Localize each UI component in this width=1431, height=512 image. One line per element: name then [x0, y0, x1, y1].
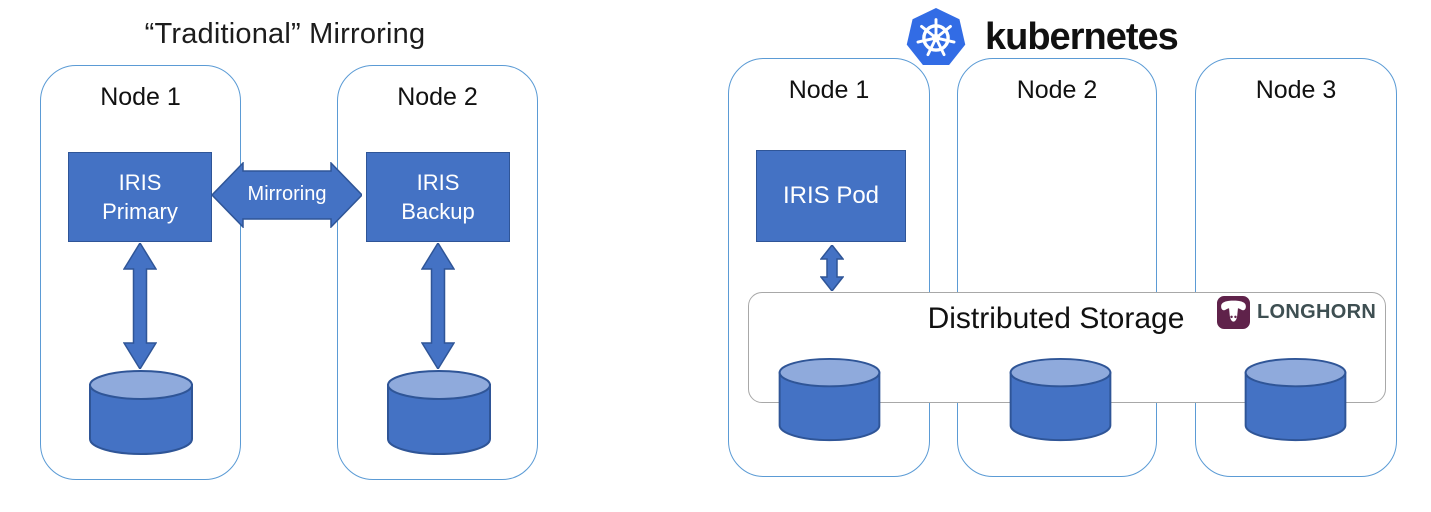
mirroring-double-arrow	[212, 162, 362, 228]
vertical-double-arrow	[820, 245, 844, 291]
database-cylinder-icon	[1009, 357, 1112, 442]
left-node-1-label: Node 1	[100, 83, 181, 111]
kubernetes-logo-icon	[906, 7, 966, 65]
database-cylinder-icon	[89, 370, 193, 455]
vertical-double-arrow	[421, 243, 455, 369]
database-cylinder-icon	[778, 357, 881, 442]
distributed-storage-label: Distributed Storage	[927, 302, 1185, 335]
longhorn-wordmark: LONGHORN	[1257, 301, 1377, 323]
iris-primary-box: IRIS Primary	[68, 152, 212, 242]
vertical-double-arrow	[123, 243, 157, 369]
right-node-2-label: Node 2	[1016, 76, 1098, 104]
right-node-1-label: Node 1	[788, 76, 870, 104]
right-node-3-label: Node 3	[1255, 76, 1337, 104]
longhorn-bull-icon	[1217, 296, 1250, 329]
left-node-2-label: Node 2	[397, 83, 478, 111]
iris-backup-box: IRIS Backup	[366, 152, 510, 242]
mirroring-arrow-label: Mirroring	[247, 183, 327, 205]
iris-pod-box: IRIS Pod	[756, 150, 906, 242]
database-cylinder-icon	[387, 370, 491, 455]
database-cylinder-icon	[1244, 357, 1347, 442]
longhorn-logo: LONGHORN	[1217, 296, 1376, 329]
left-diagram-title: “Traditional” Mirroring	[144, 18, 426, 50]
kubernetes-wordmark: kubernetes	[985, 16, 1179, 58]
